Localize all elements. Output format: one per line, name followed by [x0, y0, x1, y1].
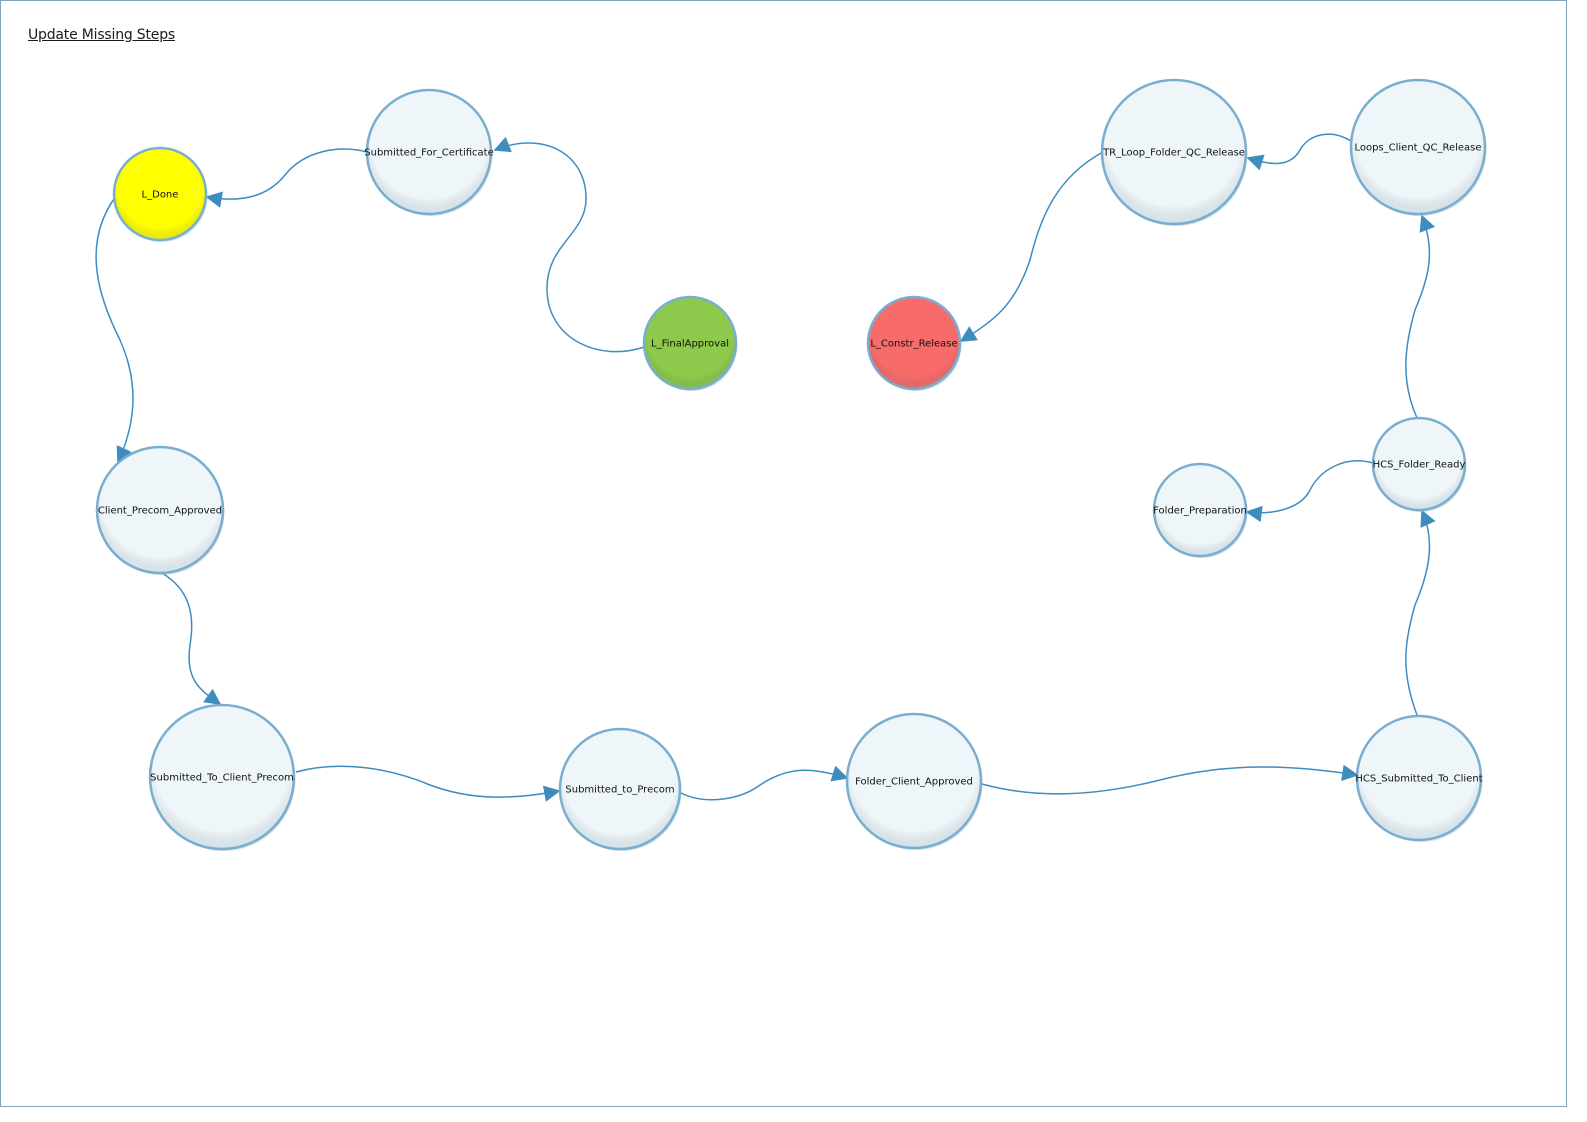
node-submitted-to-precom[interactable]: Submitted_to_Precom	[558, 727, 682, 851]
node-folder-client-approved[interactable]: Folder_Client_Approved	[845, 712, 983, 850]
edge-hcs-folder-ready-to-folder-preparation	[1245, 460, 1374, 523]
edge-l-finalapproval-to-submitted-for-certificate	[493, 136, 645, 353]
node-l-done[interactable]: L_Done	[112, 146, 208, 242]
node-label: Folder_Preparation	[1153, 506, 1247, 517]
update-missing-steps-link[interactable]: Update Missing Steps	[28, 27, 175, 43]
node-loops-client-qc-release[interactable]: Loops_Client_QC_Release	[1349, 78, 1487, 216]
node-label: Folder_Client_Approved	[855, 777, 973, 788]
node-l-constr-release[interactable]: L_Constr_Release	[866, 295, 962, 391]
node-l-finalapproval[interactable]: L_FinalApproval	[642, 295, 738, 391]
node-submitted-to-client-precom[interactable]: Submitted_To_Client_Precom	[148, 703, 296, 851]
diagram-canvas	[0, 0, 1567, 1107]
edge-submitted-to-precom-to-folder-client-approved	[680, 765, 849, 801]
edge-loops-client-qc-release-to-tr-loop-folder-qc-release	[1246, 133, 1352, 171]
edge-tr-loop-folder-qc-release-to-l-constr-release	[959, 151, 1104, 342]
node-label: L_Constr_Release	[870, 339, 957, 350]
node-label: Loops_Client_QC_Release	[1354, 143, 1481, 154]
edge-l-done-to-client-precom-approved	[95, 195, 134, 464]
node-submitted-for-certificate[interactable]: Submitted_For_Certificate	[364, 88, 494, 216]
edge-folder-client-approved-to-hcs-submitted-to-client	[981, 764, 1359, 795]
node-label: Submitted_To_Client_Precom	[150, 773, 294, 784]
node-label: Submitted_For_Certificate	[364, 148, 493, 159]
node-tr-loop-folder-qc-release[interactable]: TR_Loop_Folder_QC_Release	[1100, 78, 1248, 226]
node-label: HCS_Submitted_To_Client	[1355, 774, 1482, 785]
workflow-diagram: L_Done Submitted_For_CertificateL_FinalAp…	[95, 78, 1487, 851]
node-label: Submitted_to_Precom	[565, 785, 674, 796]
edge-hcs-submitted-to-client-to-hcs-folder-ready	[1405, 509, 1436, 716]
node-label: L_FinalApproval	[651, 339, 729, 350]
edge-client-precom-approved-to-submitted-to-client-precom	[161, 572, 222, 705]
node-client-precom-approved[interactable]: Client_Precom_Approved	[95, 445, 225, 575]
node-folder-preparation[interactable]: Folder_Preparation	[1152, 462, 1248, 558]
edge-submitted-to-client-precom-to-submitted-to-precom	[295, 765, 561, 802]
node-hcs-folder-ready[interactable]: HCS_Folder_Ready	[1371, 416, 1467, 512]
node-hcs-submitted-to-client[interactable]: HCS_Submitted_To_Client	[1355, 714, 1483, 842]
edge-hcs-folder-ready-to-loops-client-qc-release	[1405, 214, 1436, 419]
node-label: HCS_Folder_Ready	[1373, 460, 1466, 471]
edge-submitted-for-certificate-to-l-done	[205, 148, 368, 208]
node-label: Client_Precom_Approved	[98, 506, 222, 517]
node-label: L_Done	[142, 190, 179, 201]
node-label: TR_Loop_Folder_QC_Release	[1102, 148, 1245, 159]
